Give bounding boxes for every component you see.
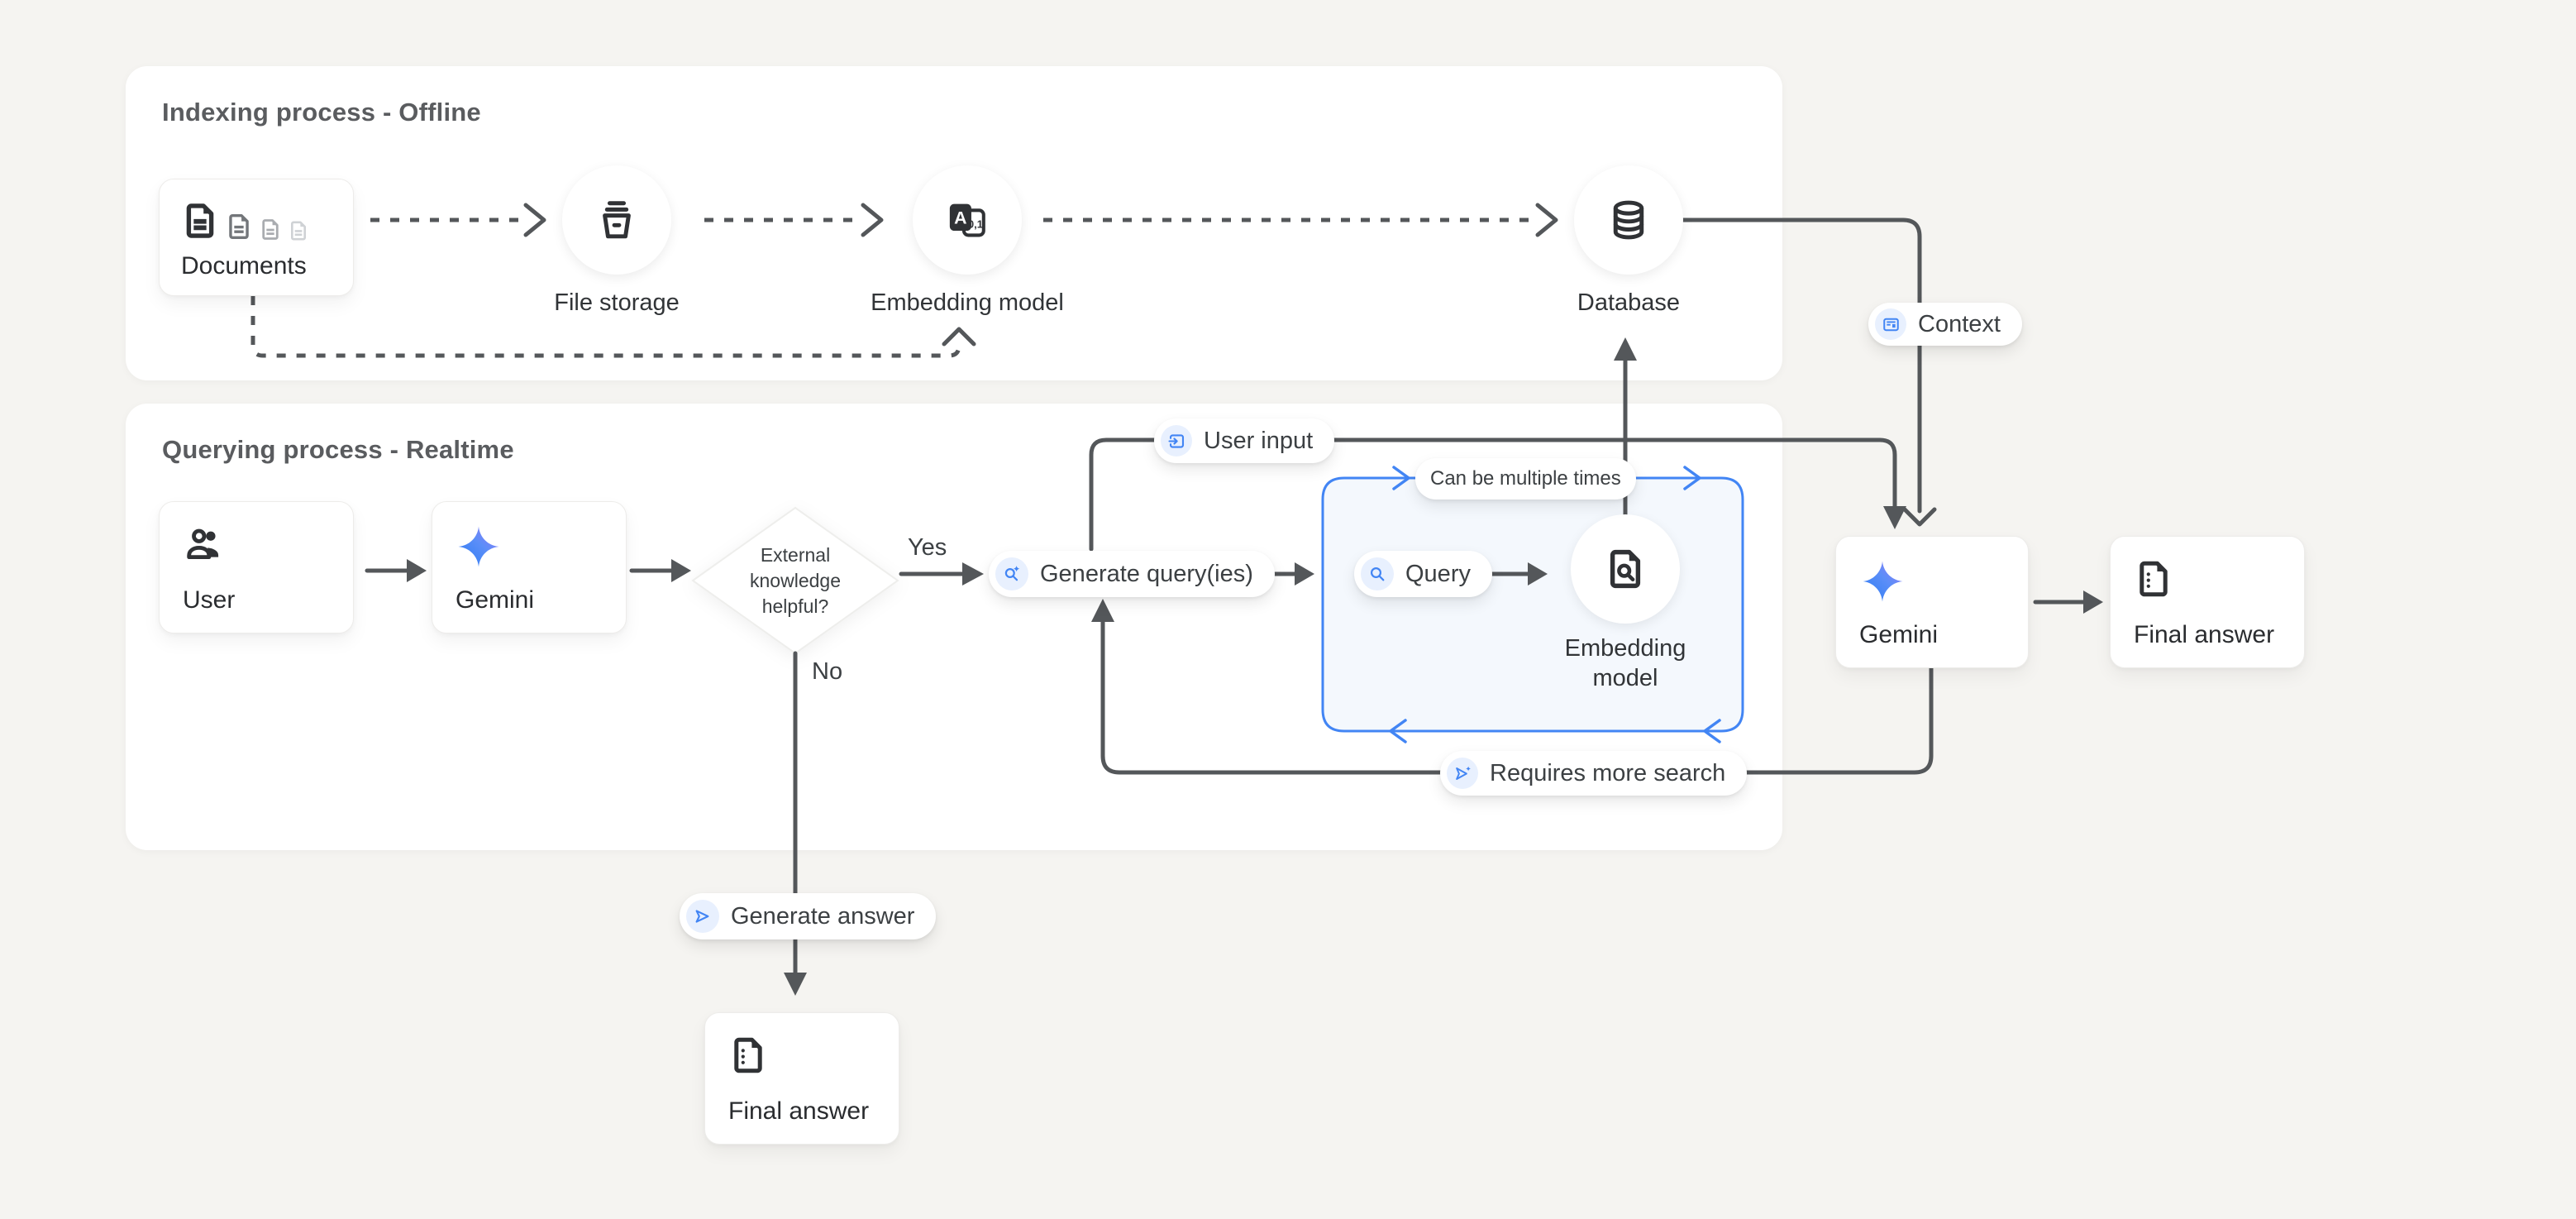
user-input-pill: User input [1154, 418, 1335, 463]
can-be-multiple-times-pill: Can be multiple times [1415, 458, 1636, 500]
input-icon [1161, 425, 1192, 457]
document-icon [186, 203, 214, 238]
search-icon [1361, 557, 1394, 590]
yes-edge-label: Yes [908, 534, 947, 561]
final-answer-right-label: Final answer [2134, 621, 2275, 648]
final-answer-document-icon [734, 1037, 762, 1073]
gemini-star-icon [458, 526, 499, 567]
embedding-translate-icon: 0,1 A [949, 203, 985, 237]
arrowheads [407, 337, 2103, 996]
document-icon [291, 221, 306, 241]
database-icon [1613, 200, 1644, 240]
user-input-label: User input [1204, 427, 1314, 454]
final-answer-bottom-label: Final answer [728, 1097, 870, 1125]
generate-answer-pill: Generate answer [680, 893, 937, 939]
embedding-a-text: A [954, 208, 966, 227]
gemini-query-label: Gemini [456, 586, 535, 614]
search-sparkle-icon [995, 557, 1028, 590]
requires-more-search-label: Requires more search [1490, 759, 1726, 786]
gemini-answer-label: Gemini [1859, 621, 1939, 648]
embedding-01-text: 0,1 [968, 218, 983, 230]
final-answer-document-icon [2140, 561, 2168, 597]
context-pill: Context [1868, 303, 2022, 346]
gemini-star-icon [1863, 561, 1903, 602]
embedding-model-online-label-2: model [1592, 665, 1658, 691]
querying-panel-title: Querying process - Realtime [162, 435, 514, 464]
document-search-icon [1610, 549, 1641, 589]
file-storage-label: File storage [554, 289, 680, 316]
loop-box-fill [1323, 478, 1743, 731]
storage-bucket-icon [603, 201, 631, 239]
no-edge-label: No [812, 658, 843, 685]
loop-direction-chevrons [1389, 466, 1721, 743]
embedding-model-offline-node: 0,1 A [913, 165, 1022, 275]
database-node [1574, 165, 1683, 275]
context-pill-label: Context [1918, 310, 2001, 337]
context-icon [1875, 308, 1906, 340]
final-answer-right-node: Final answer [2110, 536, 2305, 668]
user-label: User [183, 586, 236, 614]
embedding-model-online-label-1: Embedding [1564, 635, 1686, 662]
user-node: User [159, 501, 354, 633]
documents-label: Documents [181, 252, 307, 280]
indexing-panel-title: Indexing process - Offline [162, 98, 481, 127]
file-storage-node [562, 165, 671, 275]
decision-text: External knowledge helpful? [750, 544, 841, 617]
query-pill-label: Query [1405, 560, 1471, 587]
documents-node: Documents [159, 179, 354, 296]
generate-queries-label: Generate query(ies) [1040, 560, 1253, 587]
decision-diamond [691, 506, 899, 655]
gemini-query-node: Gemini [432, 501, 627, 633]
embedding-model-offline-label: Embedding model [871, 289, 1064, 316]
generate-queries-pill: Generate query(ies) [989, 551, 1275, 597]
database-label: Database [1577, 289, 1681, 316]
document-icon [262, 219, 279, 240]
gemini-answer-node: Gemini [1835, 536, 2029, 668]
embedding-model-online-node [1571, 514, 1680, 624]
query-pill: Query [1354, 551, 1492, 597]
dashed-flow-lines [250, 203, 1558, 358]
generate-answer-label: Generate answer [731, 902, 915, 930]
user-icon [187, 528, 219, 560]
final-answer-bottom-node: Final answer [704, 1012, 899, 1145]
document-icon [229, 213, 249, 240]
send-icon [686, 900, 719, 933]
requires-more-search-pill: Requires more search [1440, 751, 1748, 796]
send-sparkle-icon [1447, 758, 1478, 789]
documents-icon [181, 198, 309, 244]
